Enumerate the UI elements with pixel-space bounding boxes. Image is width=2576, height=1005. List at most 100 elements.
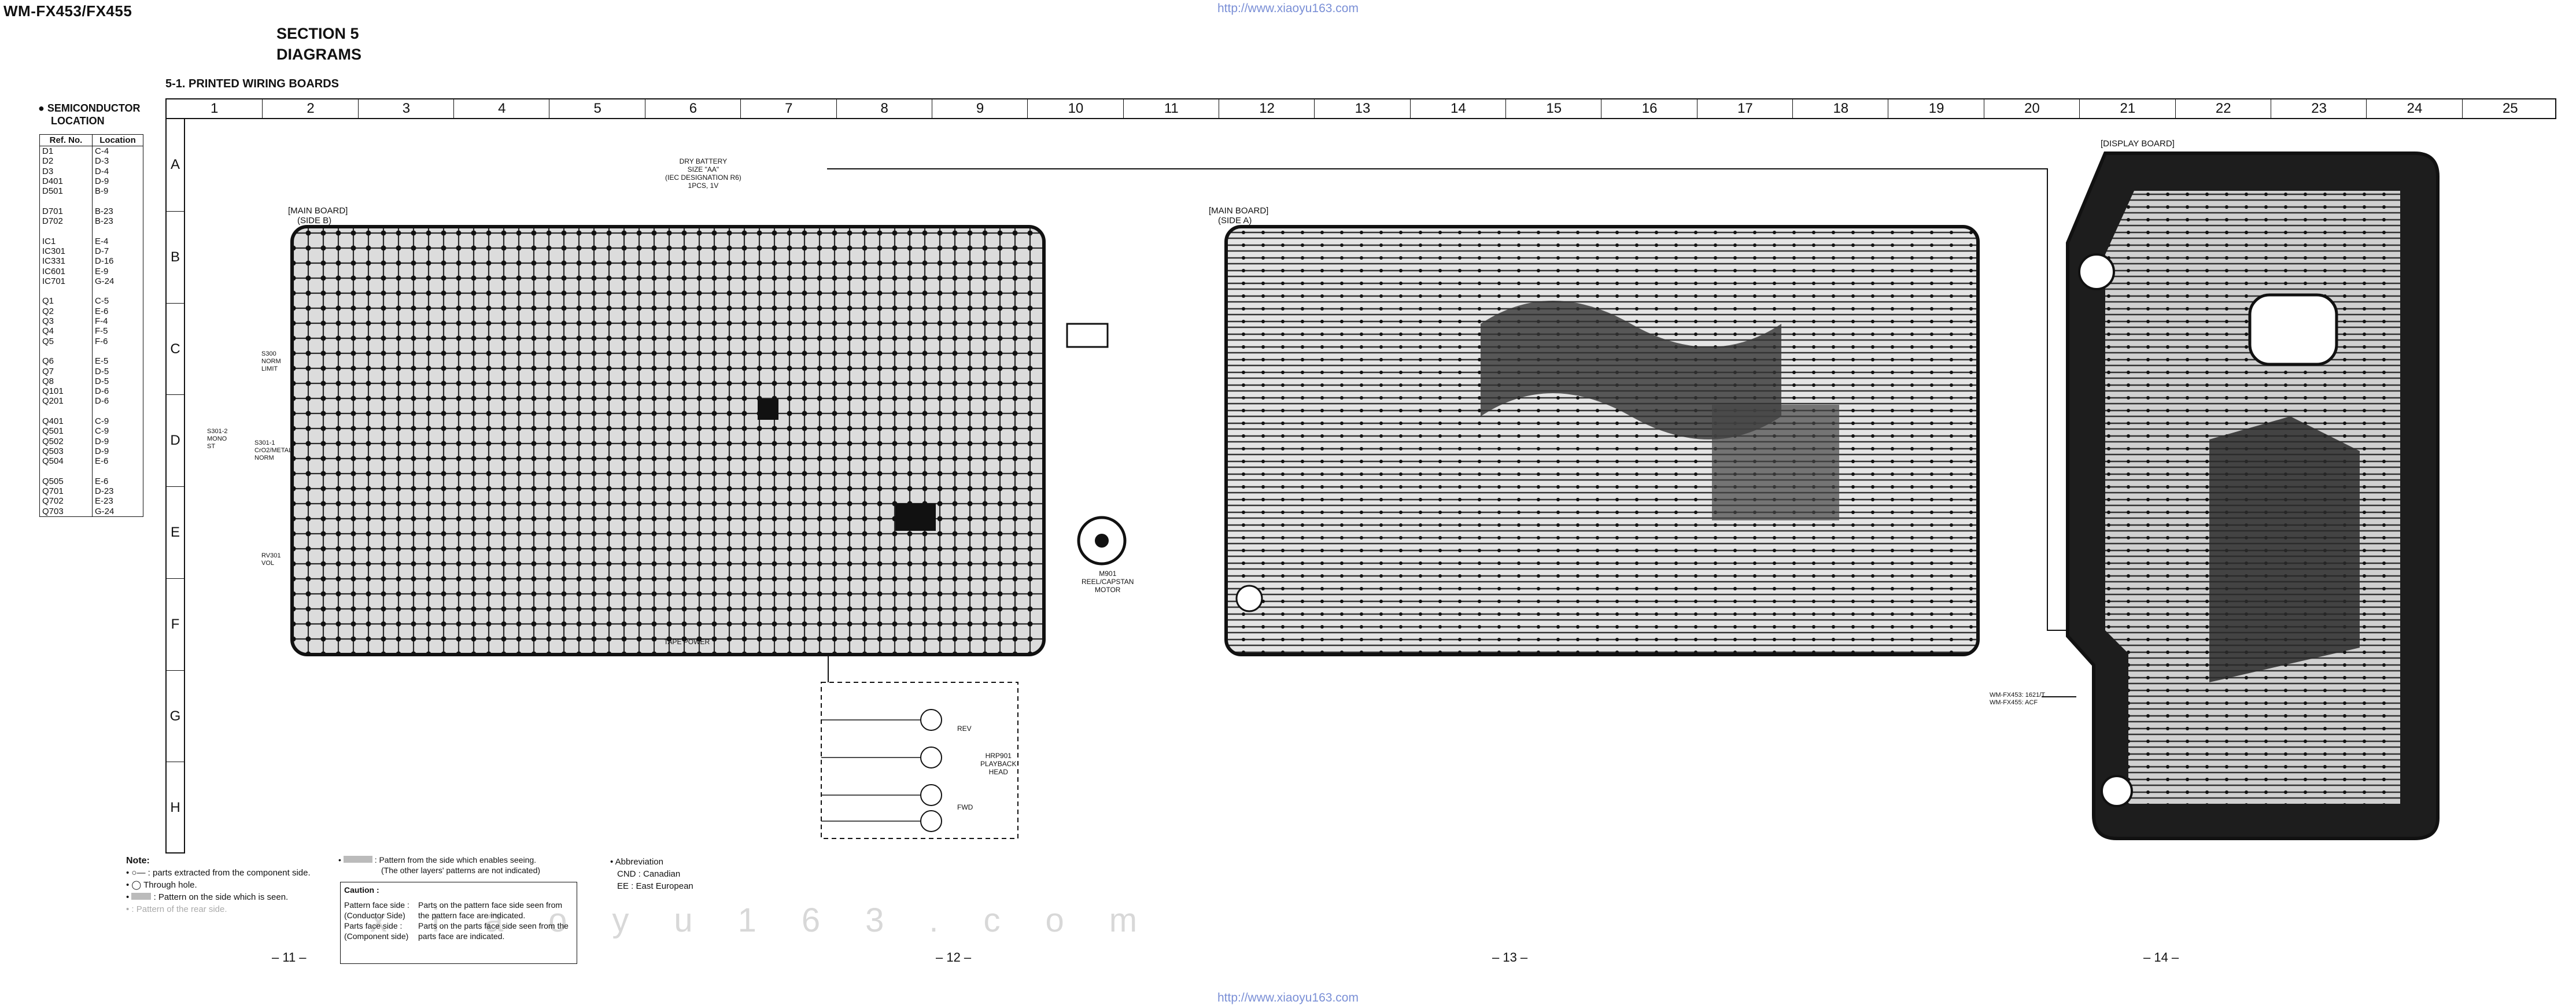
ref-no-cell: IC601 (39, 266, 93, 276)
ic301-chip (758, 399, 778, 420)
ref-no-cell: Q505 (39, 476, 93, 487)
location-cell: G-24 (95, 506, 115, 516)
page-number-13: – 13 – (1492, 950, 1528, 965)
caution-row: (Conductor Side)the pattern face are ind… (344, 911, 526, 920)
grid-column-8: 8 (836, 99, 932, 118)
location-cell: E-5 (95, 356, 109, 367)
ref-no-cell: Q101 (39, 386, 93, 397)
table-row (39, 226, 143, 237)
grid-row-G: G (167, 670, 184, 763)
location-cell: C-4 (95, 146, 109, 156)
table-row (39, 346, 143, 357)
ref-no-cell: Q6 (39, 356, 93, 367)
ref-no-cell: Q401 (39, 416, 93, 427)
grid-column-5: 5 (549, 99, 645, 118)
page-number-12: – 12 – (936, 950, 972, 965)
ref-no-cell: Q701 (39, 486, 93, 497)
table-row (39, 286, 143, 297)
grid-column-10: 10 (1027, 99, 1123, 118)
grid-column-2: 2 (262, 99, 358, 118)
ref-no-cell: D702 (39, 216, 93, 227)
main-board-side-b (290, 225, 1127, 839)
grid-column-19: 19 (1888, 99, 1984, 118)
grid-column-13: 13 (1314, 99, 1410, 118)
location-cell: B-9 (95, 186, 109, 197)
location-cell: C-9 (95, 416, 109, 427)
ref-no-cell: Q2 (39, 306, 93, 317)
location-cell: D-6 (95, 396, 109, 407)
ref-no-cell: Q201 (39, 396, 93, 407)
grid-column-24: 24 (2366, 99, 2462, 118)
ic601-chip (895, 503, 936, 531)
table-row (39, 406, 143, 417)
caution-row: Parts face side :Parts on the parts face… (344, 921, 569, 930)
ref-no-cell: D701 (39, 206, 93, 217)
section-title: SECTION 5 DIAGRAMS (276, 23, 361, 65)
source-url-bottom[interactable]: http://www.xiaoyu163.com (1217, 991, 1359, 1004)
main-board-side-a (1224, 225, 1980, 656)
grid-column-9: 9 (931, 99, 1028, 118)
grid-row-E: E (167, 486, 184, 579)
ref-no-cell: D3 (39, 166, 93, 176)
location-cell: D-5 (95, 366, 109, 376)
location-cell: F-5 (95, 326, 108, 337)
notes-block: Note: • ○— : parts extracted from the co… (126, 856, 311, 914)
grid-column-25: 25 (2461, 99, 2558, 118)
ref-no-cell (39, 226, 93, 237)
ref-no-cell: D2 (39, 156, 93, 167)
display-board-label: [DISPLAY BOARD] (2101, 139, 2175, 149)
location-cell: D-9 (95, 446, 109, 456)
location-cell: G-24 (95, 276, 115, 286)
location-cell: D-6 (95, 386, 109, 397)
source-url-top[interactable]: http://www.xiaoyu163.com (1217, 2, 1359, 15)
ref-no-cell: Q702 (39, 496, 93, 507)
ref-no-header: Ref. No. (39, 134, 93, 146)
location-cell: D-9 (95, 176, 109, 186)
bullet-icon: ● (38, 102, 47, 114)
head-connector-box (821, 682, 1018, 839)
ref-no-cell: Q1 (39, 296, 93, 306)
grid-column-15: 15 (1505, 99, 1601, 118)
ref-no-cell (39, 406, 93, 417)
grid-column-4: 4 (453, 99, 549, 118)
grid-row-A: A (170, 157, 180, 172)
grid-row-F: F (167, 578, 184, 671)
fwd-label: FWD (957, 803, 973, 811)
semiconductor-location-title: ● SEMICONDUCTOR LOCATION (38, 102, 141, 127)
location-cell: E-23 (95, 496, 113, 507)
grid-column-16: 16 (1601, 99, 1697, 118)
grid-column-14: 14 (1409, 99, 1506, 118)
ref-no-cell: Q501 (39, 426, 93, 437)
ref-no-cell: Q3 (39, 316, 93, 327)
grid-column-11: 11 (1123, 99, 1219, 118)
caution-row: Pattern face side :Parts on the pattern … (344, 900, 563, 910)
location-cell: B-23 (95, 206, 113, 216)
rev-label: REV (957, 725, 972, 733)
location-cell: E-6 (95, 306, 109, 316)
location-cell: F-4 (95, 316, 108, 327)
